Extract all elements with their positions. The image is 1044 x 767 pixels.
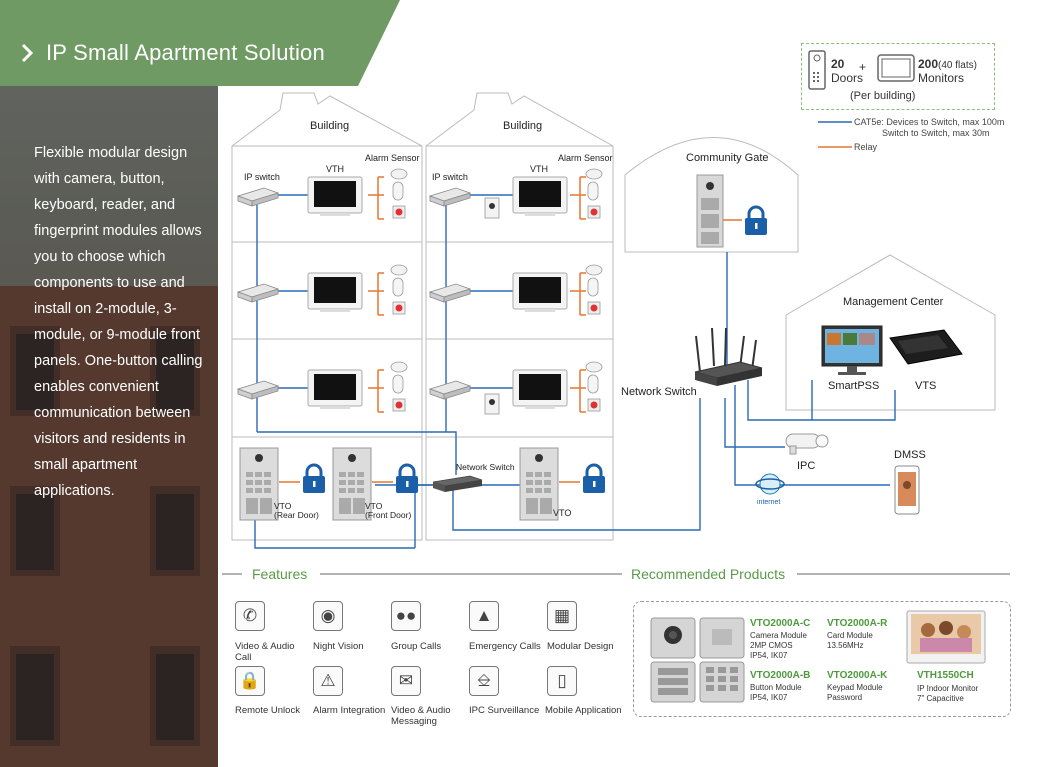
feature-label: Group Calls <box>391 641 442 652</box>
cable-label: CAT5e: Devices to Switch, max 100m <box>854 117 1005 127</box>
relay-label: Relay <box>854 142 878 152</box>
doors-label: Doors <box>831 71 864 85</box>
feature-label: Emergency Calls <box>469 641 541 652</box>
vth-left-label: VTH <box>326 164 344 174</box>
title-banner <box>0 0 400 86</box>
product-desc: Button Module IP54, IK07 <box>750 683 802 702</box>
phone-icon: ✆ <box>235 601 265 631</box>
chat-icon: ✉ <box>391 666 421 696</box>
mobile-icon: ▯ <box>547 666 577 696</box>
doors-count: 20 <box>831 57 845 71</box>
modules-icon: ▦ <box>547 601 577 631</box>
product-name: VTO2000A-C <box>750 618 811 629</box>
vts-label: VTS <box>915 380 937 392</box>
vto-front-label: VTO <box>365 501 383 511</box>
feature-label: Alarm Integration <box>313 705 386 716</box>
monitor-icon <box>877 54 915 82</box>
smartpss-label: SmartPSS <box>828 380 880 392</box>
cable-label-2: Switch to Switch, max 30m <box>882 128 990 138</box>
capacity-legend <box>801 43 995 110</box>
system-diagram <box>231 92 996 549</box>
vto-right-label: VTO <box>553 508 572 518</box>
vto-front-sub: (Front Door) <box>365 510 412 520</box>
features-heading: Features <box>252 566 308 582</box>
management-center-label: Management Center <box>843 296 944 308</box>
camera-icon: ⎒ <box>469 666 499 696</box>
product-desc: Card Module 13.56MHz <box>827 631 873 650</box>
lock-icon: 🔒 <box>235 666 265 696</box>
product-name: VTO2000A-B <box>750 670 811 681</box>
section-dividers <box>222 573 1010 575</box>
ipc-label: IPC <box>797 460 816 472</box>
product-name: VTH1550CH <box>917 670 974 681</box>
siren-icon: ▲ <box>469 601 499 631</box>
vto-rear-label: VTO <box>274 501 292 511</box>
feature-label: IPC Surveillance <box>469 705 540 716</box>
product-desc: Keypad Module Password <box>827 683 883 702</box>
per-building-label: (Per building) <box>850 90 916 102</box>
building-right-label: Building <box>503 120 543 132</box>
internet-label: internet <box>757 499 781 506</box>
monitors-count: 200 <box>918 57 939 71</box>
alarm-sensor-left-label: Alarm Sensor <box>365 153 420 163</box>
feature-label: Mobile Application <box>545 705 622 716</box>
recommended-products-heading: Recommended Products <box>631 566 786 582</box>
network-switch-label: Network Switch <box>621 386 697 398</box>
plus-sign: + <box>859 60 867 74</box>
vth-monitor-image <box>906 610 986 664</box>
page-title: IP Small Apartment Solution <box>46 40 325 65</box>
network-switch-small-label: Network Switch <box>456 462 515 472</box>
dmss-label: DMSS <box>894 449 926 461</box>
door-station-icon <box>808 50 826 90</box>
legend-lines <box>818 121 852 148</box>
monitors-label: Monitors <box>918 71 965 85</box>
warning-icon: ⚠ <box>313 666 343 696</box>
alarm-sensor-right-label: Alarm Sensor <box>558 153 613 163</box>
feature-label: Video & Audio Call <box>235 641 295 663</box>
products-panel <box>633 601 1011 717</box>
feature-label: Night Vision <box>313 641 364 652</box>
vto-rear-sub: (Rear Door) <box>274 510 319 520</box>
product-desc: Camera Module 2MP CMOS IP54, IK07 <box>750 631 807 660</box>
feature-label: Modular Design <box>547 641 614 652</box>
ip-switch-left-label: IP switch <box>244 172 280 182</box>
product-name: VTO2000A-K <box>827 670 888 681</box>
feature-label: Remote Unlock <box>235 705 300 716</box>
building-photo <box>0 86 218 767</box>
intro-text: Flexible modular design with camera, but… <box>34 145 203 499</box>
vto-modules-image <box>650 617 745 703</box>
eye-icon: ◉ <box>313 601 343 631</box>
monitors-note: (40 flats) <box>938 60 977 71</box>
community-gate-label: Community Gate <box>686 152 769 164</box>
vth-right-label: VTH <box>530 164 548 174</box>
product-name: VTO2000A-R <box>827 618 888 629</box>
feature-label: Video & Audio Messaging <box>391 705 451 727</box>
building-left-label: Building <box>310 120 350 132</box>
group-icon: ●● <box>391 601 421 631</box>
chevron-right-icon <box>21 43 34 63</box>
product-desc: IP Indoor Monitor 7" Capacitive <box>917 684 979 703</box>
ip-switch-right-label: IP switch <box>432 172 468 182</box>
